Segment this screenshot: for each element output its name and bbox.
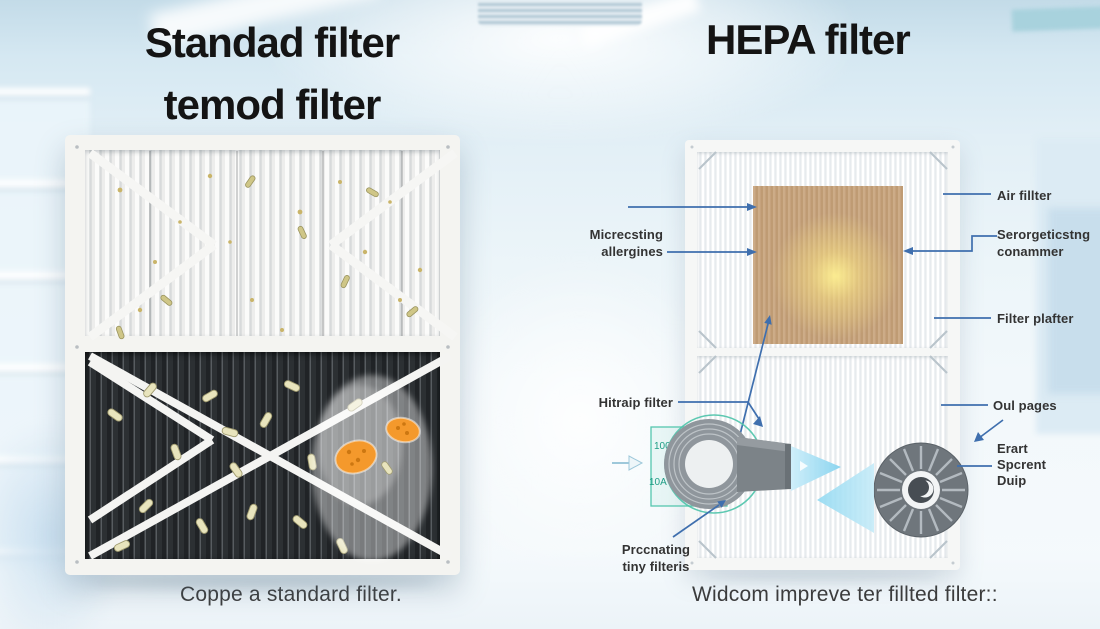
label-line: Prccnating xyxy=(621,542,691,557)
hepa-filter-caption: Widcom impreve ter fillted filter:: xyxy=(692,583,998,606)
standard-filter-caption: Coppe a standard filter. xyxy=(180,583,402,606)
fan-nozzle xyxy=(737,437,791,492)
airflow-arrow-right-icon xyxy=(791,446,841,491)
capture-blob xyxy=(312,375,432,561)
label-line: allergines xyxy=(601,244,663,259)
background-cabinet-inner xyxy=(1048,208,1100,394)
label-line: Duip xyxy=(997,473,1027,488)
standard-filter-title: Standad filter temod filter xyxy=(118,12,426,136)
standard-filter-shadow xyxy=(90,575,435,589)
label-filter-plafter: Filter plafter xyxy=(997,311,1074,326)
label-line: tiny filteris xyxy=(622,559,690,574)
standard-filter-clean-pleats xyxy=(85,150,440,336)
standard-filter-title-line1: Standad filter xyxy=(144,19,400,66)
connector-lines xyxy=(628,193,1004,538)
standard-filter-title-line2: temod filter xyxy=(163,81,382,128)
radial-fan-icon xyxy=(873,442,969,538)
label-line: Spcrent xyxy=(997,457,1047,472)
standard-filter-braces-top xyxy=(87,149,458,341)
inflow-arrow-icon xyxy=(612,455,644,471)
airflow-arrow-left-icon xyxy=(817,463,874,533)
gauge-top-label: 100 xyxy=(654,441,671,452)
label-hitraip-filter: Hitraip filter xyxy=(598,395,673,410)
fan-ring-icon xyxy=(664,414,791,514)
label-prccnating-tiny-filteris: Prccnating tiny filteris xyxy=(596,541,716,575)
ceiling-vent xyxy=(478,0,642,26)
filter-media-highlight xyxy=(753,186,903,344)
frame-screws-left xyxy=(75,145,450,564)
label-erart-spcrent-duip: Erart Spcrent Duip xyxy=(997,441,1046,489)
connector-arrowheads xyxy=(717,203,984,508)
hepa-corner-chamfers xyxy=(698,151,948,559)
label-oul-pages: Oul pages xyxy=(993,398,1057,413)
hepa-filter-title: HEPA filter xyxy=(706,16,911,63)
label-line: Serorgeticstng xyxy=(997,227,1091,242)
label-serorgeticstng-conammer: Serorgeticstng conammer xyxy=(997,226,1100,260)
gauge-bottom-label: 10A xyxy=(649,477,667,488)
label-micrecsting-allergines: Micrecsting allergines xyxy=(566,226,663,260)
label-air-filter: Air fillter xyxy=(997,188,1052,203)
hepa-filter-shadow xyxy=(705,569,940,581)
dust-specks xyxy=(117,173,423,332)
label-line: Erart xyxy=(997,441,1028,456)
trapped-particles-icon xyxy=(334,416,421,475)
dust-worms-top xyxy=(115,175,419,340)
label-line: Micrecsting xyxy=(589,227,663,242)
frame-screws-right xyxy=(690,145,955,565)
standard-filter-seams xyxy=(149,151,403,336)
label-line: conammer xyxy=(997,244,1064,259)
